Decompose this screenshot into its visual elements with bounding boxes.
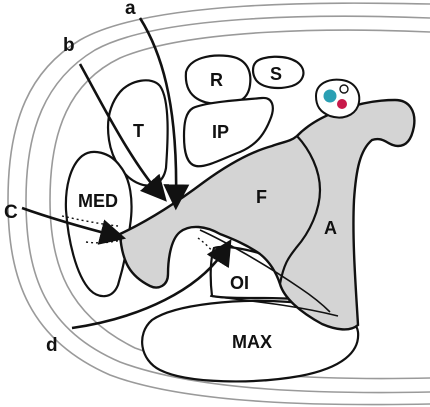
- label-S: S: [270, 64, 282, 84]
- label-arrow-c: C: [4, 202, 18, 223]
- muscle-MAX: [141, 299, 360, 383]
- muscle-S: [251, 55, 305, 90]
- dotted-line-d: [197, 237, 217, 257]
- arrow-a: [138, 17, 190, 211]
- arrow-d: [71, 239, 232, 330]
- label-OI: OI: [230, 273, 249, 293]
- label-MAX: MAX: [232, 332, 272, 352]
- label-A: A: [324, 218, 337, 238]
- oi-line-lower: [209, 295, 339, 317]
- fascia-line-outer: [7, 2, 430, 406]
- label-arrow-b: b: [63, 35, 75, 56]
- divider-F-A: [278, 135, 322, 285]
- muscle-R: [184, 54, 252, 106]
- approach-arrows: [21, 17, 232, 330]
- structure-F-and-A: [118, 98, 416, 331]
- vessel-sheath: [314, 78, 361, 119]
- vessel-group: [314, 78, 361, 119]
- arrow-labels: a b C d: [4, 0, 136, 356]
- label-T: T: [133, 121, 144, 141]
- vein-circle: [323, 89, 337, 103]
- label-MED: MED: [78, 191, 118, 211]
- region-labels: R S T IP MED F A OI MAX: [78, 64, 337, 352]
- label-arrow-d: d: [46, 335, 58, 356]
- nerve-circle: [339, 84, 349, 94]
- artery-circle: [337, 99, 347, 109]
- muscle-IP: [182, 96, 274, 168]
- bony-structures: [118, 98, 416, 331]
- arrow-b: [78, 63, 167, 202]
- fascia-line-middle: [25, 15, 430, 394]
- label-R: R: [210, 70, 223, 90]
- label-IP: IP: [212, 122, 229, 142]
- label-F: F: [256, 187, 267, 207]
- label-arrow-a: a: [125, 0, 136, 19]
- arrow-c: [21, 206, 127, 245]
